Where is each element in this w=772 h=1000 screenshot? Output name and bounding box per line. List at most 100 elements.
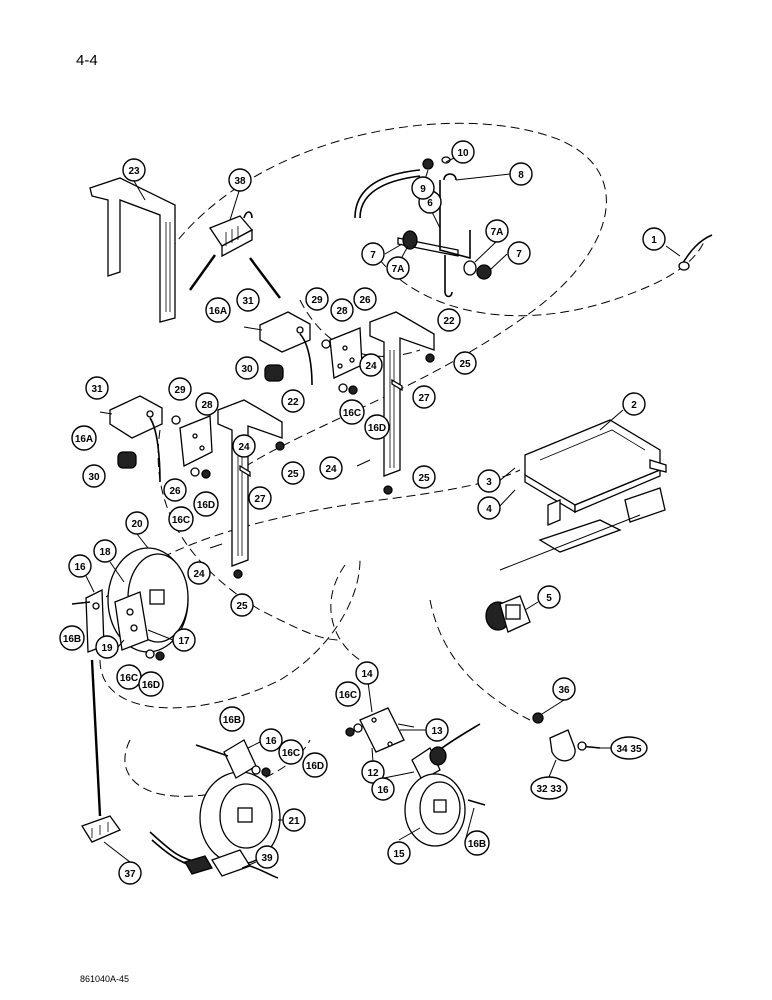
callout-16d-3-label: 16D — [142, 680, 160, 691]
callout-16c-2-label: 16C — [172, 515, 190, 526]
callout-22-lower: 22 — [281, 389, 305, 413]
harness-connector-39 — [149, 831, 279, 879]
callout-26-a: 26 — [353, 287, 377, 311]
callout-16c-1: 16C — [339, 399, 365, 425]
callout-31-b: 31 — [85, 376, 109, 400]
callout-24-c: 24 — [319, 456, 343, 480]
sensor-16-lower-right — [411, 723, 481, 781]
sensor-disk-21 — [199, 771, 281, 865]
callout-12: 12 — [361, 760, 385, 784]
callout-10: 10 — [451, 140, 475, 164]
callout-7a-left-label: 7A — [392, 264, 405, 275]
callout-4-label: 4 — [486, 504, 492, 515]
sensor-16-lower-left — [195, 739, 271, 779]
callout-30-a-label: 30 — [241, 364, 253, 375]
callout-7-left: 7 — [361, 242, 385, 266]
callout-34-35-label: 34 35 — [616, 744, 641, 755]
callout-29-b: 29 — [168, 377, 192, 401]
callout-8: 8 — [509, 162, 533, 186]
callout-30-b-label: 30 — [88, 472, 100, 483]
callout-26-b-label: 26 — [169, 486, 181, 497]
page-number: 4-4 — [76, 52, 98, 69]
callout-16c-5-label: 16C — [339, 690, 357, 701]
callout-16a-upper: 16A — [205, 297, 231, 323]
callout-31-b-label: 31 — [91, 384, 103, 395]
plate-26-lower — [171, 415, 213, 479]
callout-25-b: 25 — [281, 461, 305, 485]
callout-19-label: 19 — [101, 643, 113, 654]
callout-17-label: 17 — [178, 636, 190, 647]
callout-38-label: 38 — [234, 176, 246, 187]
callout-8-label: 8 — [518, 170, 524, 181]
callout-27-b-label: 27 — [254, 494, 266, 505]
callout-16-mid-label: 16 — [265, 736, 277, 747]
callout-1: 1 — [642, 227, 666, 251]
callout-16d-4: 16D — [302, 752, 328, 778]
callout-24-a: 24 — [359, 353, 383, 377]
callout-17: 17 — [172, 628, 196, 652]
callout-2: 2 — [622, 392, 646, 416]
callout-24-d: 24 — [187, 561, 211, 585]
callout-18: 18 — [93, 539, 117, 563]
callout-13: 13 — [425, 718, 449, 742]
callout-39-label: 39 — [261, 853, 273, 864]
callout-15-label: 15 — [393, 849, 405, 860]
callout-26-a-label: 26 — [359, 295, 371, 306]
callout-16a-lower: 16A — [71, 425, 97, 451]
callout-5-label: 5 — [546, 593, 552, 604]
callout-13-label: 13 — [431, 726, 443, 737]
callout-7-left-label: 7 — [370, 250, 376, 261]
callout-28-a: 28 — [330, 298, 354, 322]
callout-5: 5 — [537, 585, 561, 609]
callout-37: 37 — [118, 861, 142, 885]
callout-16b-mid-label: 16B — [223, 715, 241, 726]
callout-16d-2-label: 16D — [197, 500, 215, 511]
plate-12 — [345, 707, 415, 753]
callout-22-upper: 22 — [437, 308, 461, 332]
callout-25-b-label: 25 — [287, 469, 299, 480]
control-module-2 — [524, 419, 667, 526]
callout-16-upper-label: 16 — [74, 562, 86, 573]
callout-24-a-label: 24 — [365, 361, 377, 372]
callout-25-c: 25 — [412, 465, 436, 489]
callout-21-label: 21 — [288, 816, 300, 827]
callout-24-b: 24 — [232, 434, 256, 458]
sensor-bracket-16 — [71, 588, 165, 661]
callout-14-label: 14 — [361, 669, 373, 680]
callout-16d-1-label: 16D — [368, 423, 386, 434]
callout-7a-right: 7A — [485, 219, 509, 243]
callout-16b-left-label: 16B — [63, 634, 81, 645]
callout-22-upper-label: 22 — [443, 316, 455, 327]
callout-25-d: 25 — [230, 593, 254, 617]
callout-20: 20 — [125, 511, 149, 535]
plate-26-upper — [321, 327, 363, 395]
callout-16d-4-label: 16D — [306, 761, 324, 772]
callout-16-right: 16 — [371, 777, 395, 801]
callout-16b-mid: 16B — [219, 706, 245, 732]
callout-22-lower-label: 22 — [287, 397, 299, 408]
callout-16-upper: 16 — [68, 554, 92, 578]
callout-1-label: 1 — [651, 235, 657, 246]
callout-4: 4 — [477, 496, 501, 520]
callout-16c-1-label: 16C — [343, 408, 361, 419]
callout-30-a: 30 — [235, 356, 259, 380]
callout-7a-right-label: 7A — [491, 227, 504, 238]
callout-9: 9 — [411, 176, 435, 200]
figure-code: 861040A-45 — [80, 974, 130, 984]
callout-25-a: 25 — [453, 351, 477, 375]
mount-31-upper — [243, 311, 313, 386]
callout-31-a-label: 31 — [242, 296, 254, 307]
callout-16-right-label: 16 — [377, 785, 389, 796]
callout-12-label: 12 — [367, 768, 379, 779]
callout-3: 3 — [477, 469, 501, 493]
callout-36: 36 — [552, 677, 576, 701]
callout-25-c-label: 25 — [418, 473, 430, 484]
callout-14: 14 — [355, 661, 379, 685]
callout-3-label: 3 — [486, 477, 492, 488]
callout-2-label: 2 — [631, 400, 637, 411]
callout-23: 23 — [122, 158, 146, 182]
callout-16c-4: 16C — [278, 739, 304, 765]
callout-16b-right: 16B — [464, 830, 490, 856]
callout-16d-3: 16D — [138, 671, 164, 697]
